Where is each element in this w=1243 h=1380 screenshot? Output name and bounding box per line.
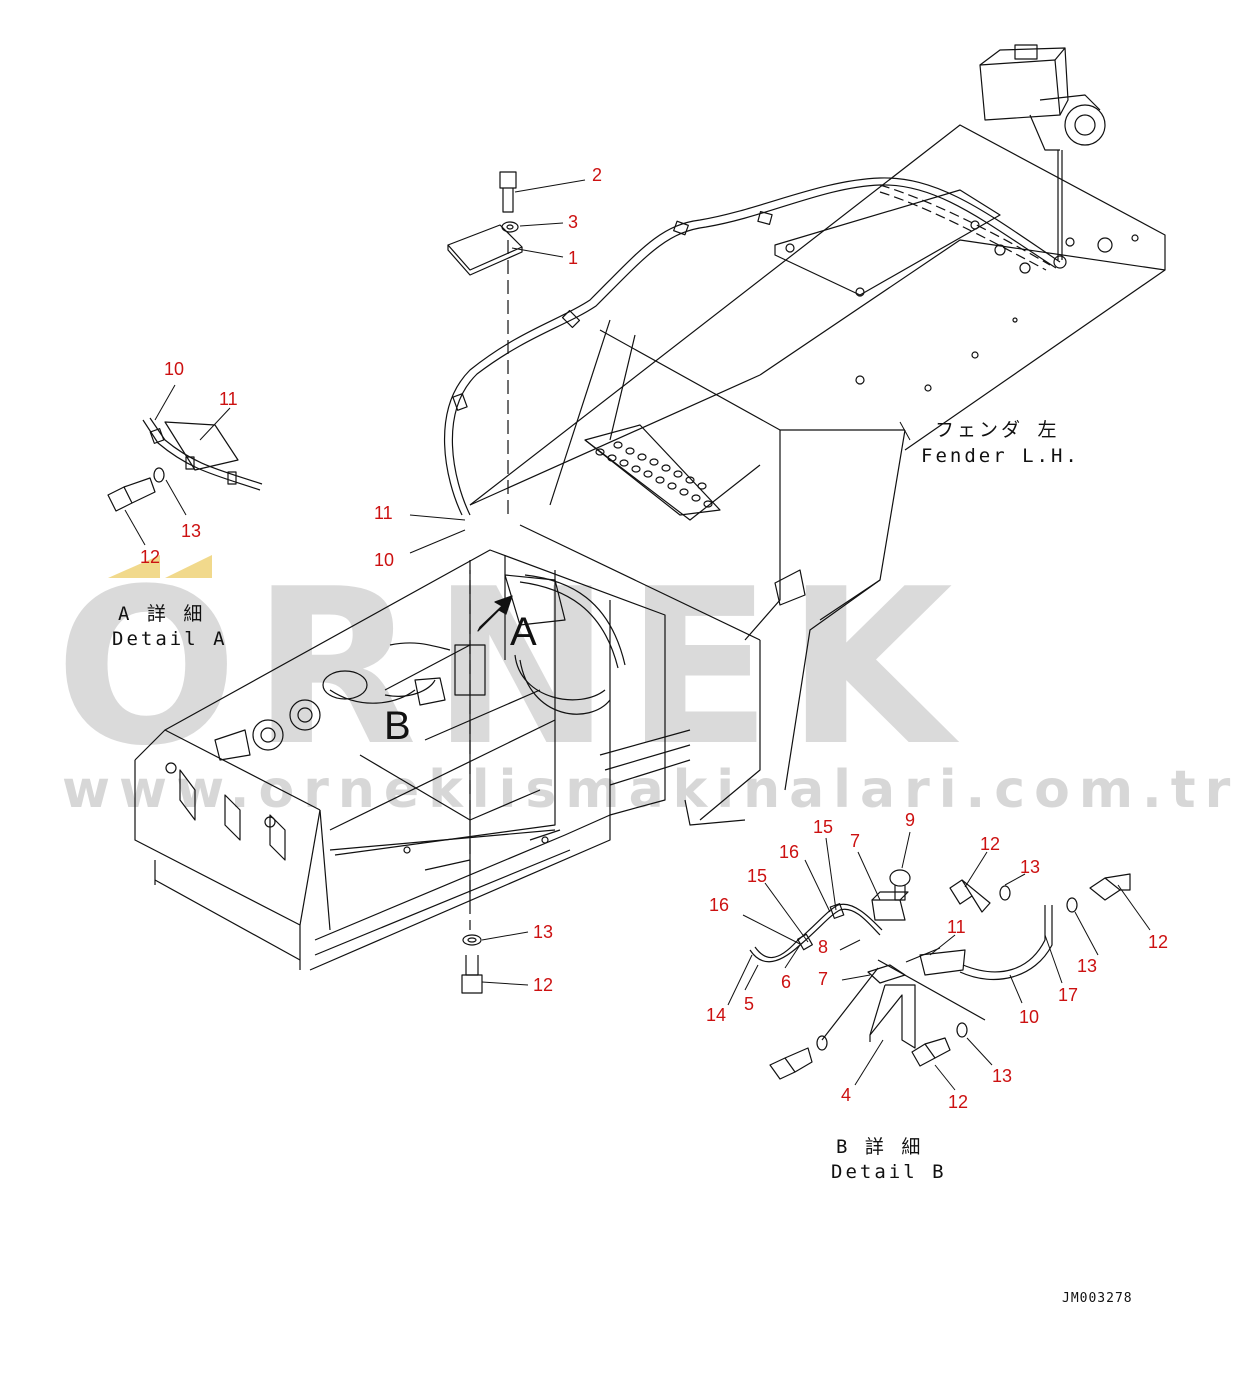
callout-16: 16 [779,842,800,862]
callout-8: 8 [818,937,829,957]
callout-10: 10 [1019,1007,1040,1027]
callout-13: 13 [992,1066,1013,1086]
detail-a-title-en: Detail A [112,628,228,650]
callout-15: 15 [813,817,834,837]
callout-13: 13 [1020,857,1041,877]
callout-10: 10 [164,359,185,379]
callout-4: 4 [841,1085,852,1105]
fender-body [469,124,1166,826]
callout-6: 6 [781,972,792,992]
callout-12: 12 [533,975,554,995]
callout-12: 12 [980,834,1001,854]
drawing-code: JM003278 [1062,1291,1133,1306]
wiring-harness [443,177,1061,516]
cover-plate [447,171,523,520]
fender-label-jp: フェンダ 左 [935,419,1060,441]
watermark-accent-right [165,555,212,578]
callout-7: 7 [818,969,829,989]
main-frame [134,549,666,971]
detail-b-title-en: Detail B [831,1161,947,1183]
callout-11: 11 [374,503,393,523]
view-letter-a: A [510,610,537,654]
perforation-holes [595,441,713,508]
callout-15: 15 [747,866,768,886]
detail-a-title-jp: A 詳 細 [118,603,206,625]
callout-2: 2 [592,165,603,185]
view-letter-b: B [384,704,411,748]
callout-12: 12 [140,547,161,567]
callout-7: 7 [850,831,861,851]
callout-9: 9 [905,810,916,830]
detail-a-drawing [107,417,263,512]
callout-12: 12 [948,1092,969,1112]
callout-1: 1 [568,248,579,268]
view-arrow-a [477,595,513,632]
callout-3: 3 [568,212,579,232]
callout-14: 14 [706,1005,727,1025]
callout-11: 11 [947,917,966,937]
callout-11: 11 [219,389,238,409]
callout-13: 13 [533,922,554,942]
callout-13: 13 [181,521,202,541]
callout-5: 5 [744,994,755,1014]
callout-17: 17 [1058,985,1079,1005]
callout-13: 13 [1077,956,1098,976]
detail-b-title-jp: B 詳 細 [836,1136,924,1158]
watermark-url: www.orneklismakinalari.com.tr [62,760,1240,820]
callout-16: 16 [709,895,730,915]
callout-10: 10 [374,550,395,570]
mid-fasteners [461,934,483,994]
watermark-accent-left [108,555,160,578]
detail-b-drawing [749,869,1131,1080]
fender-label-en: Fender L.H. [921,445,1080,467]
callout-12: 12 [1148,932,1169,952]
valve-assembly [979,44,1106,269]
leader-lines [124,179,1151,1091]
